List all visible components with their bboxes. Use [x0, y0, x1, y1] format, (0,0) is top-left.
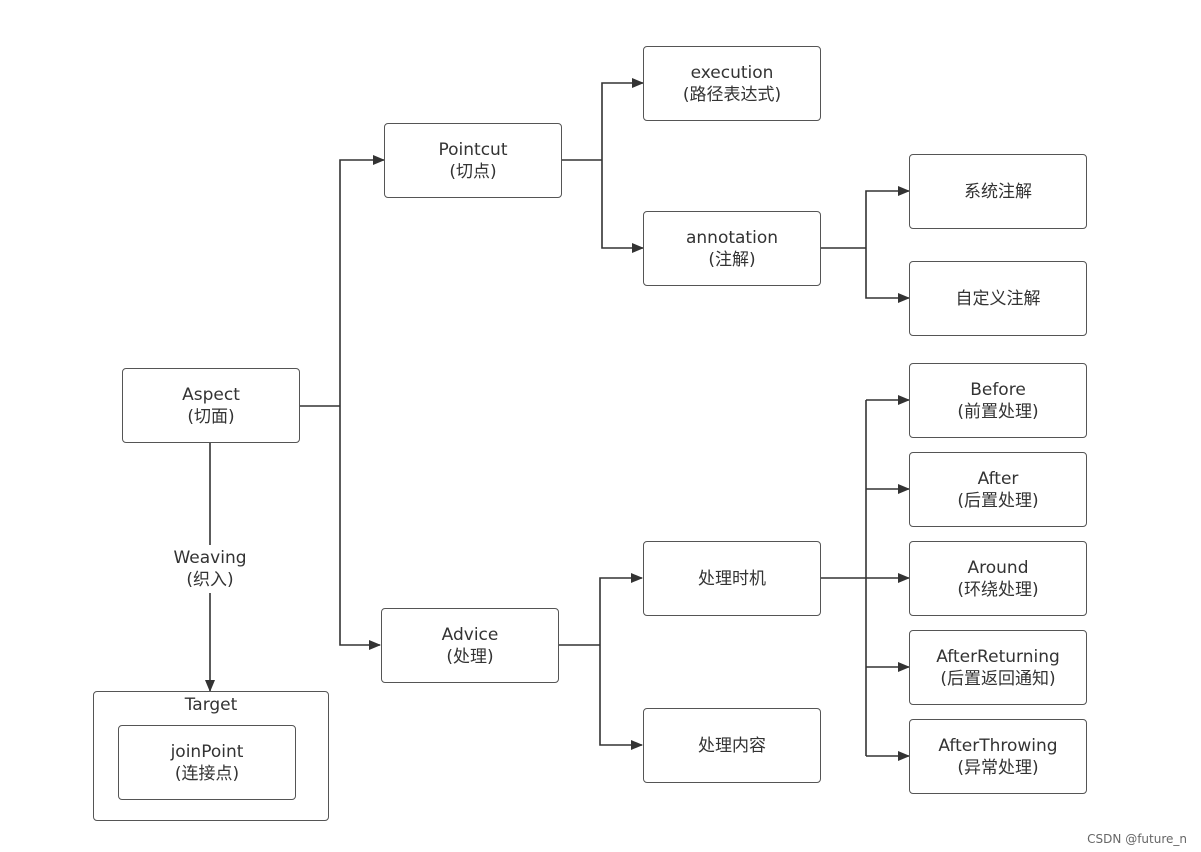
node-joinpoint-subtitle: (连接点) — [174, 763, 240, 784]
node-before-name: Before — [970, 379, 1026, 400]
node-around-name: Around — [967, 557, 1029, 578]
node-annotation: annotation (注解) — [643, 211, 821, 286]
node-timing: 处理时机 — [643, 541, 821, 616]
edge-advice-content — [599, 645, 643, 750]
node-content: 处理内容 — [643, 708, 821, 783]
node-aspect: Aspect (切面) — [122, 368, 300, 443]
node-advice-name: Advice — [441, 624, 499, 645]
node-before: Before (前置处理) — [909, 363, 1087, 438]
node-aspect-name: Aspect — [182, 384, 240, 405]
node-after-throwing: AfterThrowing (异常处理) — [909, 719, 1087, 794]
node-joinpoint: joinPoint (连接点) — [118, 725, 296, 800]
node-after-throwing-name: AfterThrowing — [938, 735, 1058, 756]
node-joinpoint-name: joinPoint — [170, 741, 244, 762]
node-system-annotation: 系统注解 — [909, 154, 1087, 229]
node-target-title: Target — [184, 695, 238, 715]
node-after-returning-subtitle: (后置返回通知) — [940, 668, 1056, 689]
node-around: Around (环绕处理) — [909, 541, 1087, 616]
node-execution-subtitle: (路径表达式) — [682, 84, 782, 105]
node-execution: execution (路径表达式) — [643, 46, 821, 121]
node-after: After (后置处理) — [909, 452, 1087, 527]
weaving-label-line1: Weaving — [173, 548, 247, 568]
node-aspect-subtitle: (切面) — [187, 406, 235, 427]
edge-aspect-advice — [339, 406, 381, 650]
edge-pointcut-execution — [601, 78, 644, 160]
node-annotation-name: annotation — [685, 227, 778, 248]
edge-advice-timing — [599, 573, 643, 645]
edge-aspect-pointcut — [339, 155, 385, 406]
node-before-subtitle: (前置处理) — [957, 401, 1039, 422]
node-pointcut: Pointcut (切点) — [384, 123, 562, 198]
node-custom-annotation-name: 自定义注解 — [955, 288, 1041, 309]
node-after-throwing-subtitle: (异常处理) — [957, 757, 1039, 778]
node-around-subtitle: (环绕处理) — [957, 579, 1039, 600]
node-pointcut-name: Pointcut — [438, 139, 508, 160]
node-annotation-subtitle: (注解) — [708, 249, 756, 270]
node-timing-name: 处理时机 — [698, 568, 766, 589]
watermark: CSDN @future_n — [1087, 832, 1187, 846]
node-after-name: After — [977, 468, 1019, 489]
node-pointcut-subtitle: (切点) — [449, 161, 497, 182]
node-advice: Advice (处理) — [381, 608, 559, 683]
node-content-name: 处理内容 — [698, 735, 766, 756]
edge-pointcut-annotation — [601, 160, 644, 253]
node-after-subtitle: (后置处理) — [957, 490, 1039, 511]
weaving-label-line2: (织入) — [186, 570, 234, 590]
node-execution-name: execution — [690, 62, 774, 83]
edge-annotation-custom — [865, 248, 910, 303]
node-advice-subtitle: (处理) — [446, 646, 494, 667]
weaving-label: Weaving (织入) — [166, 545, 254, 593]
node-system-annotation-name: 系统注解 — [964, 181, 1032, 202]
edge-annotation-system — [865, 186, 910, 248]
node-custom-annotation: 自定义注解 — [909, 261, 1087, 336]
node-after-returning-name: AfterReturning — [936, 646, 1060, 667]
node-after-returning: AfterReturning (后置返回通知) — [909, 630, 1087, 705]
